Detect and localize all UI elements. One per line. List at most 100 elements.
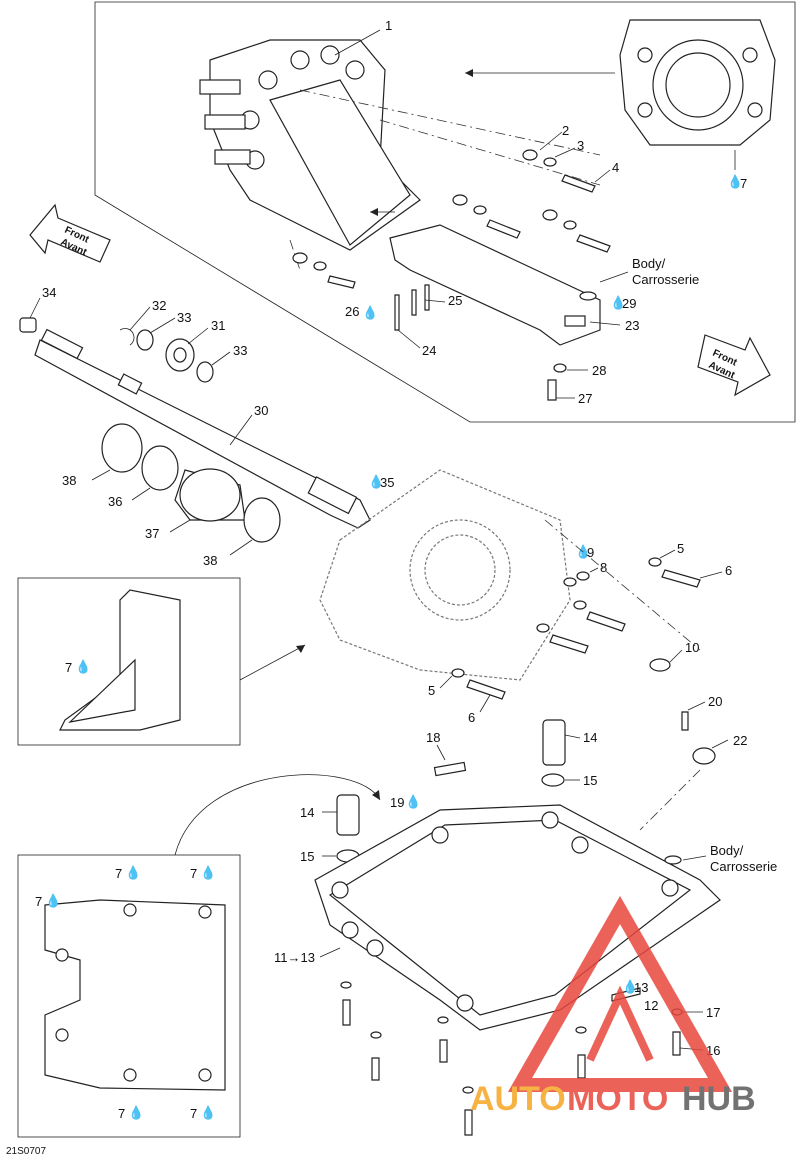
callout-18: 18 [426,730,440,745]
pad-18 [433,761,467,777]
front-arrow-right: Front Avant [697,334,771,397]
callout-27: 27 [578,391,592,406]
callout-4: 4 [612,160,619,175]
oring-33a [136,329,154,351]
callout-5b: 5 [428,683,435,698]
callout-11-13: 11→13 [274,950,315,965]
bolt-27 [547,379,557,401]
callout-32: 32 [152,298,166,313]
callout-3: 3 [577,138,584,153]
body-label-upper: Body/ [632,256,666,271]
washer [292,252,356,289]
callout-36: 36 [108,494,122,509]
callout-25: 25 [448,293,462,308]
callout-15a: 15 [583,773,597,788]
bolt-20 [681,711,689,731]
callout-8: 8 [600,560,607,575]
svg-text:MOTO: MOTO [567,1080,668,1118]
body-label-upper-2: Carrosserie [632,272,699,287]
callout-inset-left-7: 7 [65,660,72,675]
upper-frame-outline [94,1,796,423]
inset-housing-detail [17,577,241,746]
support-bracket [389,224,601,346]
washer-3 [543,157,557,167]
callout-30: 30 [254,403,268,418]
clamp-38b [243,497,281,543]
callout-38b: 38 [203,553,217,568]
housing-rear-view [619,19,776,146]
bolt-4 [561,174,596,193]
callout-2: 2 [562,123,569,138]
callout-13: 13 [634,980,648,995]
nut-10 [649,658,671,672]
droplet-icon: 💧 [200,1105,216,1120]
skid-plate [314,804,721,1031]
mount-22 [692,747,716,765]
callout-26: 26 [345,304,359,319]
callout-10: 10 [685,640,699,655]
callout-37: 37 [145,526,159,541]
callout-6b: 6 [468,710,475,725]
droplet-icon: 💧 [362,305,378,320]
ghosted-housing [319,469,571,681]
callout-31: 31 [211,318,225,333]
body-label-lower-2: Carrosserie [710,859,777,874]
washer [452,194,521,239]
inset-skidplate-detail [17,854,241,1138]
droplet-icon: 💧 [45,893,61,908]
droplet-icon: 💧 [610,295,626,310]
callout-29: 29 [622,296,636,311]
engine-support-housing [199,39,421,251]
callout-23: 23 [625,318,639,333]
front-arrow-left: Front Avant [29,203,111,263]
seal-31 [165,338,195,372]
clamp-38a [101,423,143,473]
diagram-code: 21S0707 [6,1146,46,1157]
droplet-icon: 💧 [405,794,421,809]
callout-6a: 6 [725,563,732,578]
oring-33b [196,361,214,383]
bearing-34 [19,317,37,333]
droplet-icon: 💧 [368,474,384,489]
callout-28: 28 [592,363,606,378]
watermark-logo: AUTO MOTO HUB [470,895,756,1118]
droplet-icon: 💧 [622,979,638,994]
callout-inset-7b: 7 [190,866,197,881]
callout-14b: 14 [300,805,314,820]
droplet-icon: 💧 [200,865,216,880]
callout-9: 9 [587,545,594,560]
callout-33b: 33 [233,343,247,358]
callout-12: 12 [644,998,658,1013]
body-label-lower: Body/ [710,843,744,858]
bushing-14a [542,719,566,766]
lower-bolts [340,981,587,1136]
body-washer [579,291,597,301]
droplet-icon: 💧 [128,1105,144,1120]
bolt-24 [394,294,400,331]
callout-15b: 15 [300,849,314,864]
washer-28 [553,363,567,373]
callout-35: 35 [380,475,394,490]
callout-14a: 14 [583,730,597,745]
callout-inset-7c: 7 [35,894,42,909]
bolt-25b [424,284,430,311]
callout-7-top: 7 [740,176,747,191]
callout-5a: 5 [677,541,684,556]
svg-text:HUB: HUB [682,1080,756,1118]
callout-19: 19 [390,795,404,810]
callout-1: 1 [385,18,392,33]
washer-2 [522,149,538,161]
callout-22: 22 [733,733,747,748]
callout-inset-7a: 7 [115,866,122,881]
droplet-icon: 💧 [125,865,141,880]
callout-inset-7d: 7 [118,1106,125,1121]
callout-20: 20 [708,694,722,709]
callout-33a: 33 [177,310,191,325]
droplet-icon: 💧 [75,659,91,674]
ring-36 [141,445,179,491]
bolt-25a [411,289,417,316]
oring-15a [541,773,565,787]
callout-inset-7e: 7 [190,1106,197,1121]
retaining-ring-32 [119,328,135,346]
